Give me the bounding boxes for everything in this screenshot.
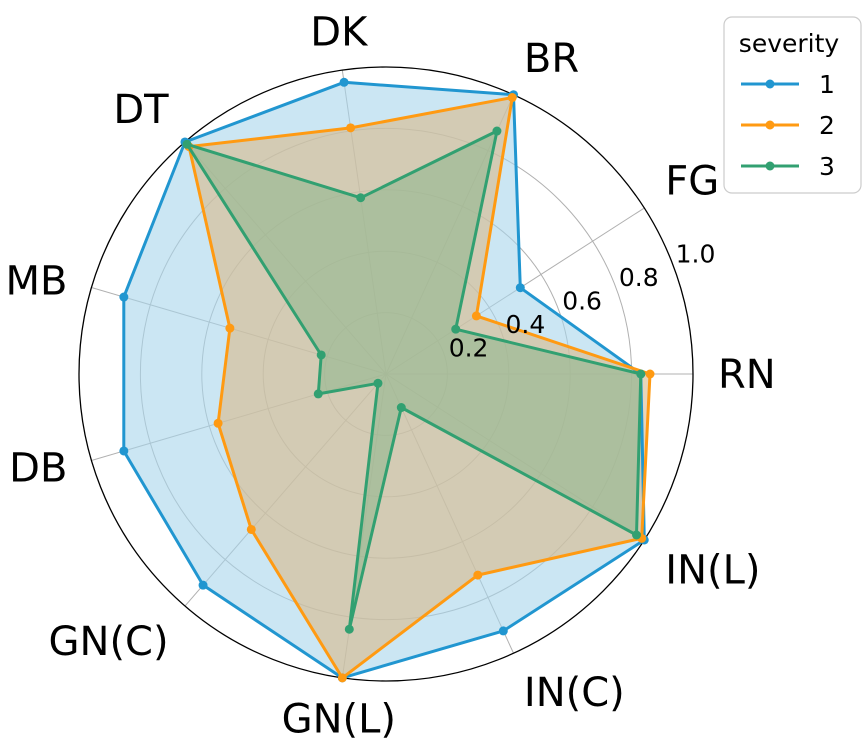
radial-tick-label: 0.2	[449, 334, 489, 363]
legend-label-2: 2	[819, 111, 835, 140]
category-label: GN(C)	[49, 619, 169, 665]
legend: severity 1 2 3	[723, 16, 862, 194]
series-point-3-DB	[313, 389, 323, 399]
series-point-3-RN	[636, 369, 646, 379]
series-point-2-GN(C)	[246, 524, 256, 534]
legend-box	[723, 16, 862, 194]
series-point-3-IN(C)	[396, 403, 406, 413]
series-point-3-GN(C)	[373, 378, 383, 388]
series-point-3-FG	[451, 324, 461, 334]
series-point-1-IN(C)	[498, 626, 508, 636]
series-point-2-GN(L)	[337, 673, 347, 683]
series-point-1-MB	[119, 292, 129, 302]
series-point-3-MB	[316, 350, 326, 360]
category-label: DT	[113, 87, 169, 133]
series-point-1-DB	[119, 446, 129, 456]
legend-label-1: 1	[819, 70, 835, 99]
series-point-1-GN(C)	[198, 580, 208, 590]
legend-marker-3	[765, 161, 775, 171]
outer-frame	[78, 66, 694, 682]
series-point-2-FG	[471, 311, 481, 321]
category-label: FG	[665, 159, 719, 205]
radial-tick-label: 1.0	[676, 240, 716, 269]
category-label: GN(L)	[282, 697, 396, 743]
legend-marker-2	[765, 120, 775, 130]
category-label: RN	[718, 352, 776, 398]
category-label: DB	[9, 446, 67, 492]
category-label: IN(C)	[524, 670, 625, 716]
category-labels: RN FG BR DK DT MB DB GN(C) GN(L) IN(C) IN(L)	[5, 9, 775, 742]
series-point-2-BR	[507, 93, 517, 103]
radial-tick-label: 0.8	[619, 263, 659, 292]
category-label: IN(L)	[665, 548, 760, 594]
category-label: MB	[5, 259, 67, 305]
radial-tick-labels: 0.2 0.4 0.6 0.8 1.0	[449, 240, 716, 363]
series-point-2-IN(C)	[473, 570, 483, 580]
series-line-2	[187, 96, 652, 680]
series-point-2-RN	[645, 369, 655, 379]
series-point-1-DK	[339, 77, 349, 87]
series-line-1	[122, 80, 646, 680]
legend-label-3: 3	[819, 152, 835, 181]
series-point-2-MB	[225, 323, 235, 333]
series-layer	[119, 77, 655, 683]
series-point-1-FG	[515, 283, 525, 293]
series-point-3-GN(L)	[344, 624, 354, 634]
radial-tick-label: 0.6	[562, 287, 602, 316]
category-label: BR	[524, 36, 579, 82]
series-point-3-DK	[356, 193, 366, 203]
series-point-2-DK	[346, 123, 356, 133]
legend-title: severity	[739, 29, 840, 58]
radial-tick-label: 0.4	[506, 310, 546, 339]
series-point-2-DB	[213, 418, 223, 428]
series-point-3-DT	[182, 139, 192, 149]
series-line-3	[185, 129, 643, 631]
legend-marker-1	[765, 79, 775, 89]
series-point-3-BR	[492, 126, 502, 136]
category-label: DK	[310, 9, 369, 55]
series-area-3	[187, 131, 641, 630]
series-point-3-IN(L)	[632, 530, 642, 540]
